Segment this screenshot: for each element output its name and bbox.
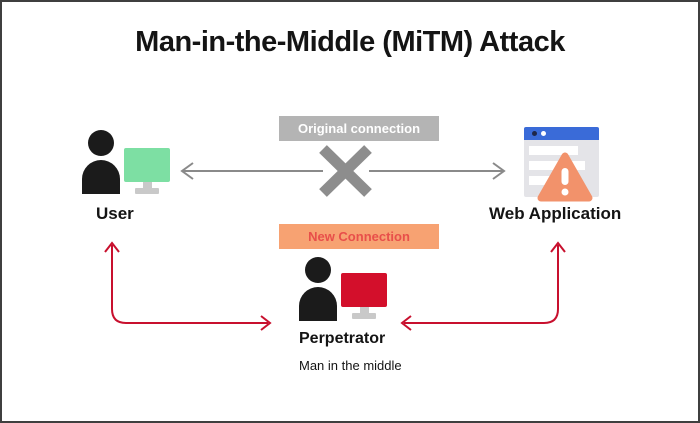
person-head (88, 130, 114, 156)
monitor-screen (341, 273, 387, 307)
diagram-title: Man-in-the-Middle (MiTM) Attack (135, 26, 565, 58)
user-label: User (96, 204, 134, 223)
webapp-perpetrator-arrow (400, 241, 566, 331)
original-connection-arrow (180, 162, 506, 180)
monitor-base (135, 188, 159, 194)
browser-window-icon (524, 127, 599, 202)
perpetrator-label: Perpetrator (299, 330, 386, 347)
user-perpetrator-arrow (104, 241, 272, 331)
perpetrator-monitor-icon (341, 273, 387, 319)
monitor-neck (142, 182, 152, 188)
browser-dot-icon (541, 131, 546, 136)
user-person-icon (82, 130, 120, 194)
new-connection-badge: New Connection (279, 224, 439, 249)
exclamation-bar (561, 168, 569, 185)
user-monitor-icon (124, 148, 170, 194)
perpetrator-person-icon (299, 257, 337, 321)
warning-triangle-icon (537, 152, 593, 202)
browser-content-line (529, 146, 578, 155)
exclamation-dot (561, 188, 569, 196)
person-torso (299, 287, 337, 321)
monitor-screen (124, 148, 170, 182)
original-connection-badge: Original connection (279, 116, 439, 141)
perpetrator-sublabel: Man in the middle (299, 358, 402, 373)
web-application-label: Web Application (489, 204, 622, 223)
browser-dot-icon (532, 131, 537, 136)
monitor-neck (359, 307, 369, 313)
x-mark-icon (319, 145, 372, 197)
person-head (305, 257, 331, 283)
person-torso (82, 160, 120, 194)
monitor-base (352, 313, 376, 319)
browser-title-bar (524, 127, 599, 140)
